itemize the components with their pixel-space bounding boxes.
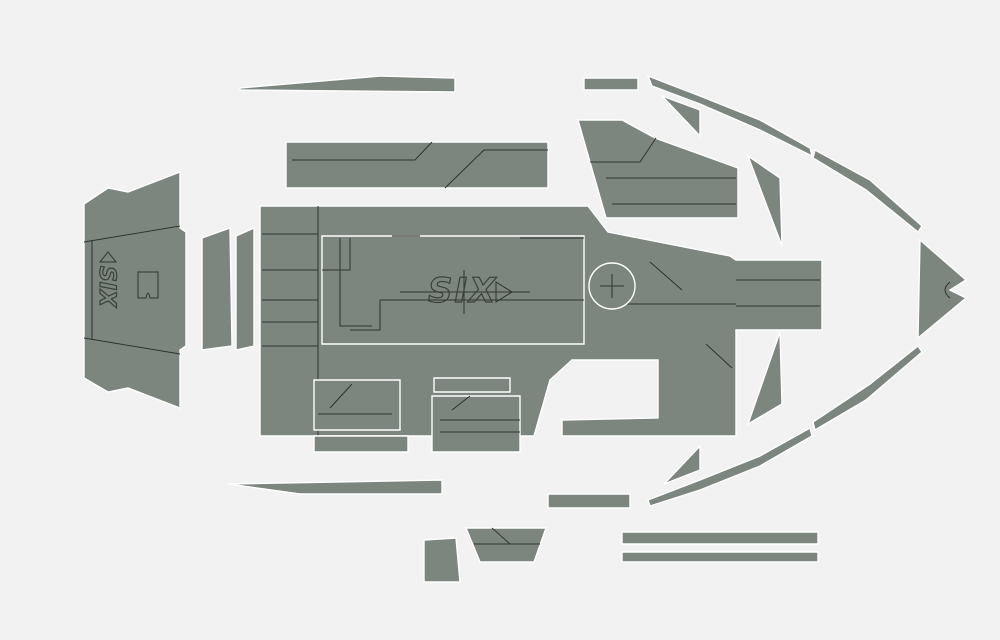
rear-lower-bottom-strip-pad bbox=[313, 435, 409, 453]
transom-right-strip-pad bbox=[235, 226, 255, 351]
step-small-pad bbox=[423, 537, 461, 583]
bow-upper-rail-pad bbox=[646, 74, 814, 158]
ski-ring-icon bbox=[137, 271, 159, 299]
bow-upper-wedge-pad bbox=[661, 95, 701, 138]
step-wedge-pad bbox=[464, 527, 547, 563]
swim-platform-pad bbox=[83, 170, 187, 410]
main-logo-text: SIX bbox=[428, 271, 497, 311]
bottom-small-strip-pad bbox=[547, 493, 631, 509]
rear-lower-middle-panel-pad bbox=[431, 395, 521, 453]
bow-upper-small-wedge-pad bbox=[746, 154, 783, 247]
cup-holder-icon bbox=[600, 274, 624, 298]
rear-upper-bench-pad bbox=[285, 141, 549, 189]
bottom-left-rail-pad bbox=[227, 479, 443, 495]
bow-upper-rail-front-pad bbox=[812, 148, 923, 234]
rear-lower-left-pad bbox=[313, 379, 401, 431]
helm-center-panel-pad bbox=[321, 235, 585, 345]
rear-lower-middle-strip-pad bbox=[433, 377, 511, 393]
rear-arrow-logo-icon bbox=[98, 251, 118, 263]
bow-lower-rail-front-pad bbox=[812, 344, 923, 432]
top-small-strip-pad bbox=[583, 77, 639, 91]
rear-logo-text: SIX bbox=[94, 266, 119, 308]
arrow-logo-icon bbox=[495, 281, 513, 303]
bottom-long-strip-upper-pad bbox=[621, 531, 819, 545]
bow-lower-small-wedge-pad bbox=[746, 331, 783, 426]
transom-left-strip-pad bbox=[201, 227, 233, 351]
bow-upper-side-panel-pad bbox=[577, 119, 739, 219]
top-left-rail-pad bbox=[239, 75, 456, 93]
bottom-long-strip-lower-pad bbox=[621, 551, 819, 563]
bow-tip-pad bbox=[917, 238, 968, 340]
bow-lower-rail-pad bbox=[647, 426, 813, 507]
bow-lower-wedge-pad bbox=[663, 444, 701, 485]
